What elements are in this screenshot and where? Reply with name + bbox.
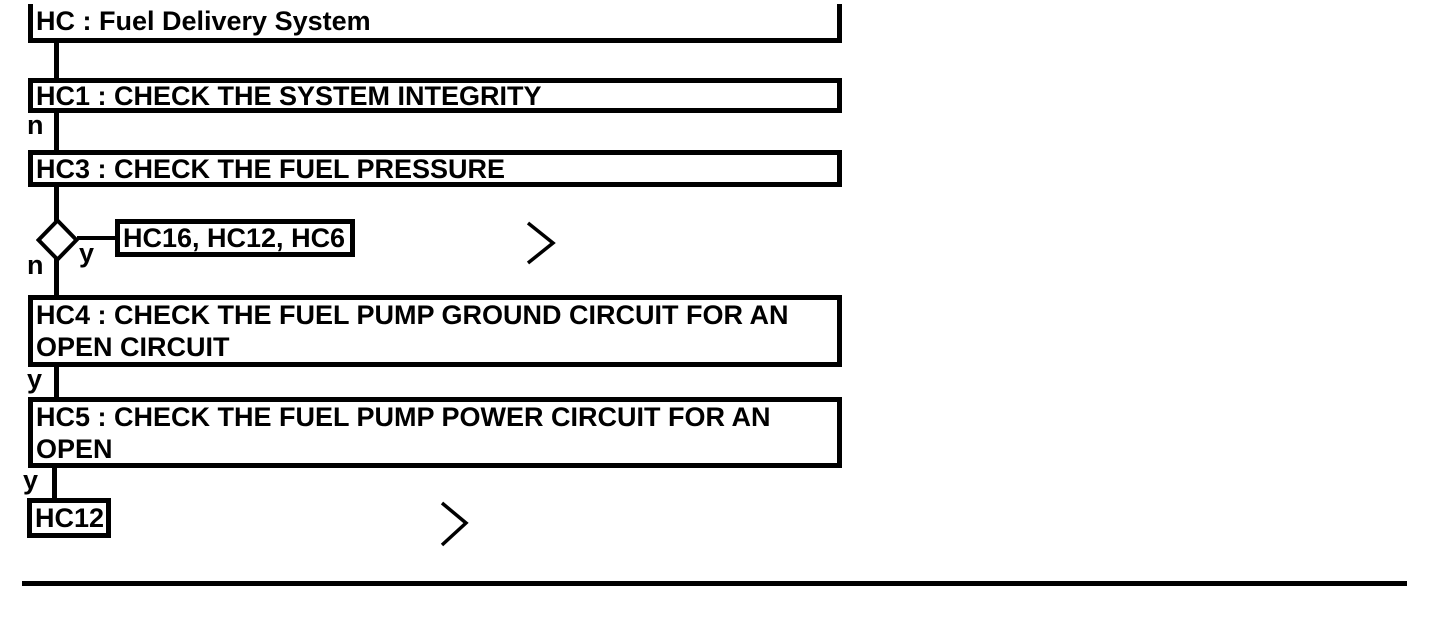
continuation-chevron-icon <box>440 501 469 547</box>
continuation-chevron-icon <box>526 221 556 265</box>
branch-label-hc1-n: n <box>27 110 44 140</box>
node-hc3-label: HC3 : CHECK THE FUEL PRESSURE <box>36 153 506 184</box>
connector-decision-to-hc4 <box>54 257 59 295</box>
branch-label-decision-n: n <box>27 250 44 280</box>
node-hc5[interactable]: HC5 : CHECK THE FUEL PUMP POWER CIRCUIT … <box>28 397 842 468</box>
branch-label-decision-y: y <box>79 238 95 268</box>
flowchart-title: HC : Fuel Delivery System <box>36 6 371 36</box>
connector-hc4-to-hc5 <box>54 367 59 397</box>
connector-hc1-to-hc3 <box>54 113 59 150</box>
node-hc1[interactable]: HC1 : CHECK THE SYSTEM INTEGRITY <box>28 78 842 113</box>
node-hc16-label: HC16, HC12, HC6 <box>123 223 346 253</box>
connector-hc5-to-hc12 <box>52 468 57 498</box>
connector-title-to-hc1 <box>54 43 59 78</box>
node-hc12[interactable]: HC12 <box>27 498 111 538</box>
flowchart-title-box: HC : Fuel Delivery System <box>28 4 842 43</box>
node-hc16-hc12-hc6[interactable]: HC16, HC12, HC6 <box>115 219 355 257</box>
connector-hc3-to-decision <box>54 187 59 221</box>
node-hc12-label: HC12 <box>35 503 105 533</box>
branch-label-hc5-y: y <box>23 465 39 495</box>
connector-decision-to-hc16 <box>77 236 117 240</box>
node-hc3[interactable]: HC3 : CHECK THE FUEL PRESSURE <box>28 150 842 187</box>
branch-label-hc4-y: y <box>27 364 43 394</box>
node-hc5-label: HC5 : CHECK THE FUEL PUMP POWER CIRCUIT … <box>36 401 771 464</box>
page-divider <box>22 581 1407 586</box>
node-hc4-label: HC4 : CHECK THE FUEL PUMP GROUND CIRCUIT… <box>36 300 789 362</box>
node-hc1-label: HC1 : CHECK THE SYSTEM INTEGRITY <box>36 80 542 111</box>
node-hc4[interactable]: HC4 : CHECK THE FUEL PUMP GROUND CIRCUIT… <box>28 295 842 367</box>
